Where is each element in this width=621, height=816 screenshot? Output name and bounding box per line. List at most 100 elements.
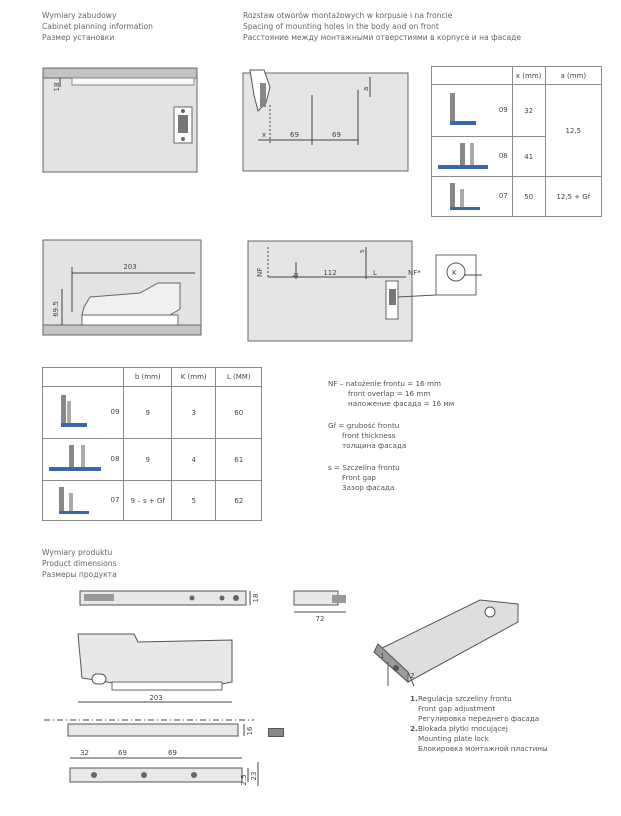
body-nf2-label: NF* (408, 269, 421, 277)
installation-header-en: Cabinet planning information (42, 22, 153, 31)
l-07: 62 (215, 480, 262, 521)
rail-plan-drawing: 16 (44, 719, 254, 737)
x-header: x (mm) (511, 66, 546, 85)
note-1-number: 1. (410, 694, 418, 703)
rail-32-label: 32 (80, 749, 89, 757)
code-09: 09 (110, 408, 120, 416)
code-09: 09 (498, 106, 508, 114)
body-nf-label: NF (256, 268, 264, 277)
table-row: 09 (431, 84, 513, 137)
note-1-en: Front gap adjustment (418, 704, 496, 713)
a-header: a (mm) (544, 66, 603, 85)
a-merged: 12,5 (544, 84, 603, 177)
table-row: 09 (41, 386, 125, 439)
legend-s-pl: s = Szczelina frontu (328, 463, 400, 472)
note-1-pl: Regulacja szczeliny frontu (418, 694, 512, 703)
code-08: 08 (498, 152, 508, 160)
product-side-drawing: 203 (77, 633, 233, 703)
callout-2: 2 (410, 672, 414, 680)
product-top-drawing: 18 (79, 590, 260, 606)
product-3d-drawing: 1 2 (373, 599, 519, 687)
cab-203-label: 203 (123, 263, 136, 271)
prod-72-label: 72 (316, 615, 325, 623)
rail-69b-label: 69 (168, 749, 177, 757)
rail-holes-drawing: 32 69 69 2.5 23 (69, 749, 259, 786)
cabinet-runner-drawing: 203 69.5 (42, 239, 202, 336)
note-1-ru: Регулировка переднего фасада (418, 714, 540, 723)
legend-gf-ru: толщина фасада (342, 441, 407, 450)
profile-09-icon (450, 93, 476, 125)
rail-69a-label: 69 (118, 749, 127, 757)
k-header: K (mm) (170, 367, 217, 387)
profile-08-icon (438, 143, 488, 169)
installation-header: Wymiary zabudowy Cabinet planning inform… (42, 10, 153, 43)
body-s-label: s (358, 249, 366, 253)
legend-s-ru: Зазор фасада (342, 483, 395, 492)
callout-1: 1 (380, 652, 384, 660)
b-08: 9 (123, 438, 172, 481)
table-row: 08 (431, 136, 513, 177)
front-a-label: a (362, 87, 370, 91)
table-row: 07 (41, 480, 125, 521)
x-08: 41 (511, 136, 546, 177)
rail-clip-icon (268, 728, 284, 737)
b-07: 9 – s + Gf (123, 480, 172, 521)
legend-gf-en: front thickness (342, 431, 396, 440)
code-08: 08 (110, 455, 120, 463)
body-112-label: 112 (323, 269, 336, 277)
legend-nf-pl: NF – natożenie frontu = 16 mm (328, 379, 441, 388)
k-08: 4 (170, 438, 217, 481)
profile-07-icon (450, 183, 480, 210)
legend-s-en: Front gap (342, 473, 376, 482)
legend: NF – natożenie frontu = 16 mm front over… (328, 379, 454, 493)
l-header: L (MM) (215, 367, 262, 387)
spacing-header: Rozstaw otworów montażowych w korpusie i… (243, 10, 521, 43)
installation-header-ru: Размер установки (42, 33, 115, 42)
profile-08-icon (49, 445, 101, 471)
x-a-table: x (mm) a (mm) 09 32 12,5 08 41 07 50 12,… (431, 66, 603, 217)
installation-header-pl: Wymiary zabudowy (42, 11, 117, 20)
product-end-drawing: 72 (293, 590, 346, 623)
front-69b-label: 69 (332, 131, 341, 139)
cab-695-label: 69.5 (52, 301, 60, 317)
code-07: 07 (110, 496, 120, 504)
cabinet-side-18-label: 18 (53, 83, 61, 92)
profile-07-icon (59, 487, 89, 514)
b-k-l-table: b (mm) K (mm) L (MM) 09 9 3 60 08 9 4 61 (41, 367, 262, 521)
k-07: 5 (170, 480, 217, 521)
table-row: 08 (41, 438, 125, 481)
body-k-label: K (452, 269, 457, 277)
l-09: 60 (215, 386, 262, 439)
body-spacing-drawing: NF s b 112 L NF* K (247, 240, 482, 342)
prod-18-label: 18 (252, 594, 260, 603)
x-07: 50 (511, 176, 546, 217)
product-header-pl: Wymiary produktu (42, 548, 113, 557)
rail-25-label: 2.5 (240, 774, 248, 785)
x-09: 32 (511, 84, 546, 137)
note-2-pl: Blokada płytki mocującej (418, 724, 508, 733)
k-09: 3 (170, 386, 217, 439)
body-l-label: L (373, 269, 377, 277)
a-07: 12,5 + Gf (544, 176, 603, 217)
product-header-en: Product dimensions (42, 559, 117, 568)
spacing-header-en: Spacing of mounting holes in the body an… (243, 22, 439, 31)
note-2-en: Mounting plate lock (418, 734, 489, 743)
code-07: 07 (498, 192, 508, 200)
profile-09-icon (61, 395, 87, 427)
front-x-label: x (262, 131, 266, 139)
note-2-ru: Блокировка монтажной пластины (418, 744, 548, 753)
legend-gf-pl: Gf = grubość frontu (328, 421, 400, 430)
rail-16-label: 16 (246, 726, 254, 735)
prod-203-label: 203 (149, 694, 162, 702)
front-spacing-drawing: x 69 69 a (242, 69, 409, 172)
product-notes: 1.Regulacja szczeliny frontu Front gap a… (410, 694, 548, 754)
b-header: b (mm) (123, 367, 172, 387)
product-header-ru: Размеры продукта (42, 570, 117, 579)
legend-nf-ru: наложение фасада = 16 мм (348, 399, 455, 408)
product-header: Wymiary produktu Product dimensions Разм… (42, 547, 117, 580)
rail-23-label: 23 (250, 772, 258, 781)
spacing-header-pl: Rozstaw otworów montażowych w korpusie i… (243, 11, 453, 20)
b-09: 9 (123, 386, 172, 439)
body-b-label: b (292, 272, 300, 277)
spacing-header-ru: Расстояние между монтажными отверстиями … (243, 33, 522, 42)
